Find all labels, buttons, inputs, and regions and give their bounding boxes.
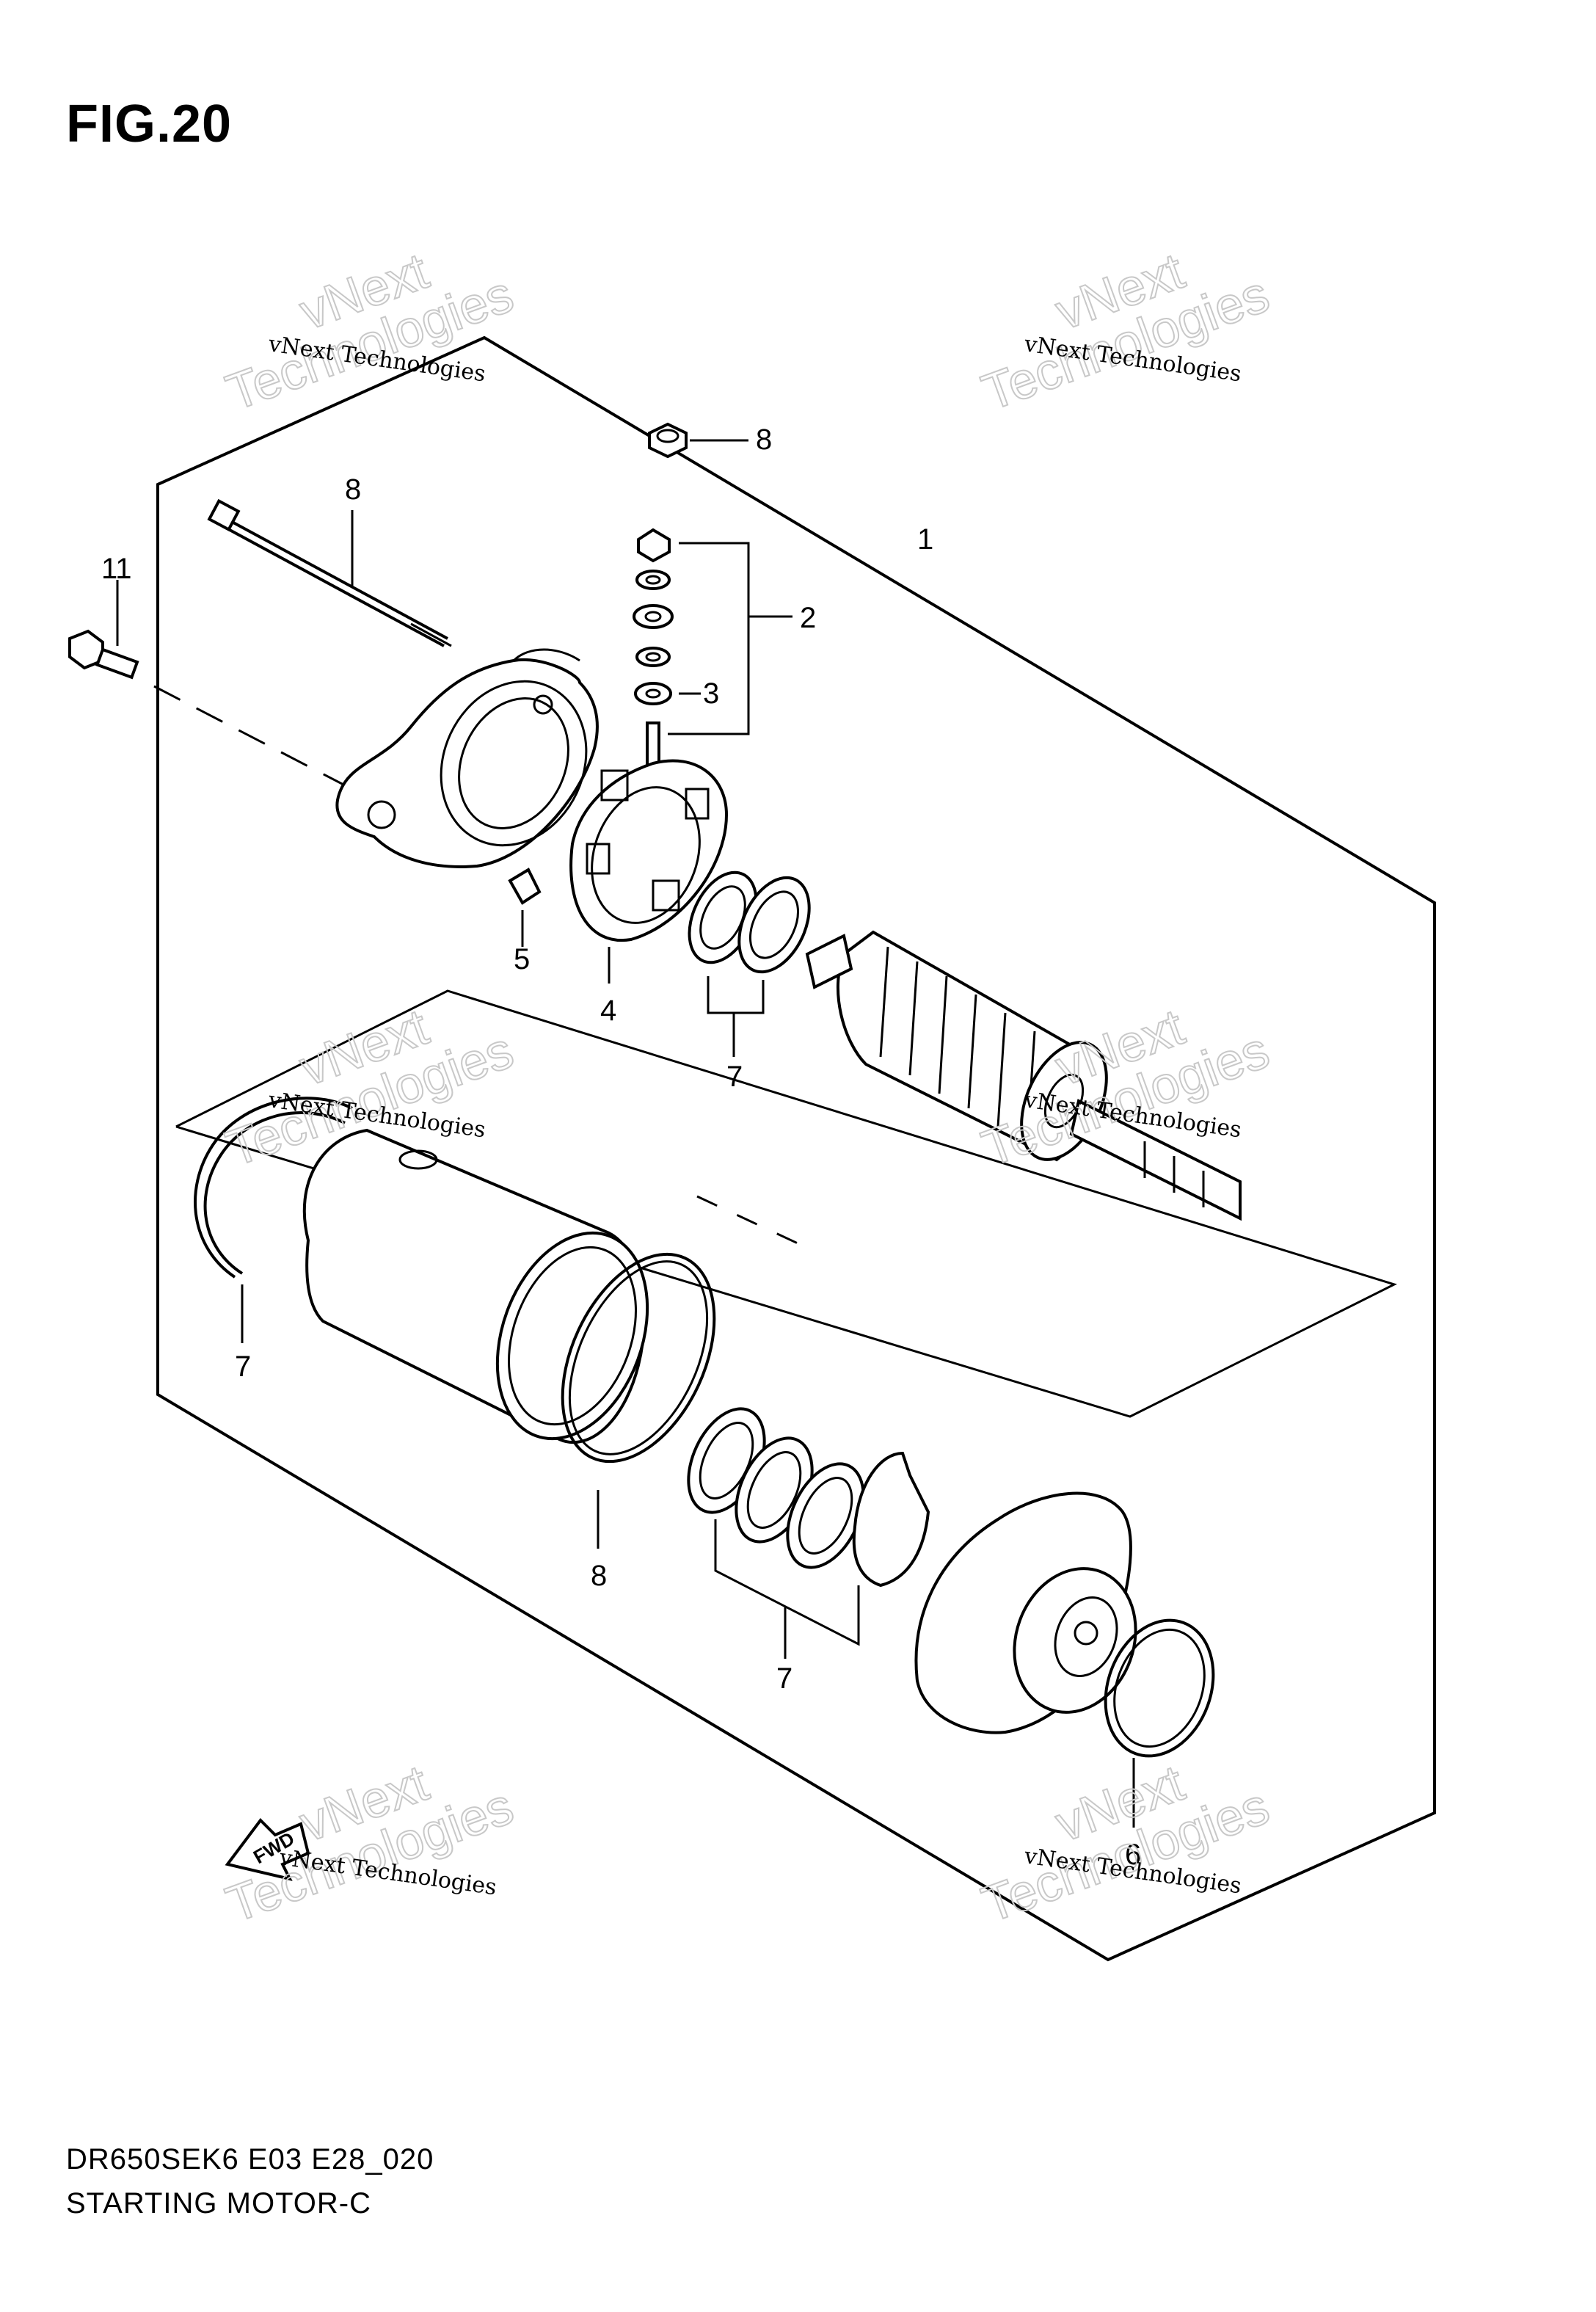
callout-11: 11 [101,553,132,585]
armature [805,930,1242,1221]
watermark-top-left: vNext Technologies vNext Technologies [218,241,521,422]
assembly-boundary [156,335,1436,1962]
yoke-case [302,1128,649,1444]
callout-7-upper: 7 [726,1061,743,1093]
watermark-bottom-right: vNext Technologies vNext Technologies [974,1753,1277,1934]
callout-8-left: 7 [235,1351,251,1383]
callout-10: 8 [756,423,772,456]
callout-8-right: 8 [591,1560,607,1592]
part-7-upper-washers [688,870,811,974]
callout-4: 4 [600,995,616,1027]
part-11-bolt [68,629,139,680]
rear-end-cover [335,648,599,868]
callout-5: 5 [514,943,530,975]
armature-group-boundary [175,989,1398,1418]
callout-2: 2 [800,602,816,634]
front-housing [914,1491,1137,1734]
callout-6: 6 [1125,1839,1141,1871]
diagram-name: STARTING MOTOR-C [66,2187,371,2220]
part-9-through-bolt [207,498,452,647]
part-4-brush-holder [569,759,729,942]
watermark-top-right: vNext Technologies vNext Technologies [974,241,1277,422]
part-5-clip [508,868,542,905]
callout-9: 8 [345,473,361,506]
callout-7-lower: 7 [776,1662,792,1695]
diagram-code: DR650SEK6 E03 E28_020 [66,2143,434,2175]
callout-1: 1 [917,523,933,556]
part-10-nut [648,422,688,459]
part-8-o-ring-left [194,1097,353,1279]
part-7-lower-washers [687,1407,930,1588]
part-6-o-ring [1104,1618,1215,1758]
figure-title: FIG.20 [66,95,233,153]
part-2-terminal-set [633,528,674,772]
part-8-o-ring-right [561,1252,716,1464]
forward-direction-marker: FWD [225,1817,310,1881]
callout-3: 3 [703,677,719,710]
